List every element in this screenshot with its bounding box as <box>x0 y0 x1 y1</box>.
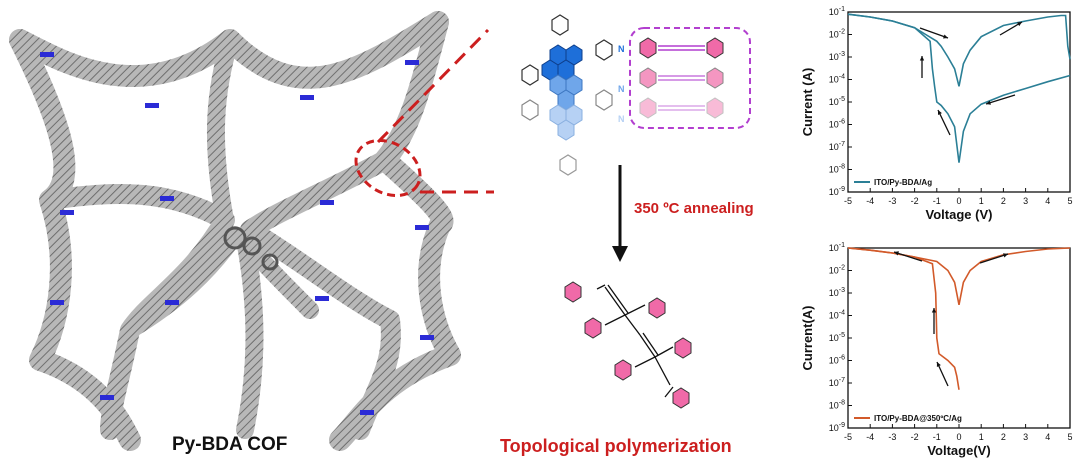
y-tick-label: 10-6 <box>829 119 845 130</box>
polymer-product <box>564 281 692 409</box>
sweep-arrow-1-head <box>943 34 948 39</box>
legend-label: ITO/Py-BDA/Ag <box>874 178 932 187</box>
sweep-arrow-4 <box>937 109 951 136</box>
sweep-arrow-3-head <box>919 56 925 61</box>
x-tick-label: 0 <box>956 196 961 206</box>
x-tick-label: 1 <box>979 196 984 206</box>
x-tick-label: -2 <box>911 432 919 442</box>
sweep-arrow-4-head <box>937 110 942 115</box>
sweep-arrow-7 <box>979 253 1009 264</box>
y-tick-label: 10-6 <box>829 355 845 366</box>
x-tick-label: 0 <box>956 432 961 442</box>
cof-structure <box>9 11 461 451</box>
pyrene-core <box>541 44 583 141</box>
sweep-arrow-9-head <box>936 362 941 367</box>
x-tick-label: 2 <box>1001 432 1006 442</box>
x-tick-label: 4 <box>1045 432 1050 442</box>
series-line-2 <box>847 13 1071 163</box>
sweep-arrow-5-head <box>986 100 991 105</box>
x-tick-label: 5 <box>1067 432 1072 442</box>
x-tick-label: 1 <box>979 432 984 442</box>
nitrogen-atoms <box>40 52 434 415</box>
x-tick-label: 3 <box>1023 432 1028 442</box>
y-tick-label: 10-2 <box>829 265 845 276</box>
x-axis-label: Voltage(V) <box>927 443 990 458</box>
x-tick-label: -3 <box>888 432 896 442</box>
molecule-stack: N N N <box>521 14 751 176</box>
y-tick-label: 10-8 <box>829 164 845 175</box>
sweep-arrow-8-head <box>931 308 937 313</box>
callout-line-top <box>376 28 490 144</box>
left-caption: Py-BDA COF <box>172 434 288 455</box>
x-tick-label: 2 <box>1001 196 1006 206</box>
x-tick-label: -4 <box>866 432 874 442</box>
diacetylene-box <box>629 27 751 129</box>
svg-text:N: N <box>618 114 625 124</box>
series-line-1 <box>847 247 1071 305</box>
y-tick-label: 10-5 <box>829 332 845 343</box>
svg-text:N: N <box>618 44 625 54</box>
x-tick-label: -5 <box>844 196 852 206</box>
x-tick-label: -2 <box>911 196 919 206</box>
y-tick-label: 10-4 <box>829 74 845 85</box>
series-line-1 <box>847 13 1071 87</box>
x-tick-label: -5 <box>844 432 852 442</box>
x-tick-label: 4 <box>1045 196 1050 206</box>
series-line-2 <box>847 247 960 390</box>
y-axis-label: Current (A) <box>800 68 815 137</box>
y-tick-label: 10-2 <box>829 29 845 40</box>
y-tick-label: 10-7 <box>829 377 845 388</box>
y-tick-label: 10-3 <box>829 287 845 298</box>
annealing-label: 350 ºC annealing <box>634 200 754 217</box>
x-tick-label: 3 <box>1023 196 1028 206</box>
y-tick-label: 10-9 <box>829 422 845 433</box>
sweep-arrow-6-head <box>894 251 899 256</box>
plot-frame <box>847 247 1071 429</box>
y-tick-label: 10-1 <box>829 6 845 17</box>
center-caption: Topological polymerization <box>500 436 732 456</box>
y-tick-label: 10-5 <box>829 96 845 107</box>
y-axis-label: Current(A) <box>800 306 815 371</box>
imine-links: N N N <box>618 44 625 124</box>
iv-chart-annealed: -5 -4 -3 -2 -1 0 1 2 3 4 5 10-1 10-2 10-3 10-4 10-5 10-6… <box>800 242 1073 458</box>
phenyl-rings <box>521 14 613 176</box>
sweep-arrow-7-head <box>1003 253 1008 258</box>
x-tick-label: 5 <box>1067 196 1072 206</box>
sweep-arrow-2-head <box>1017 22 1022 27</box>
x-tick-label: -1 <box>933 196 941 206</box>
cof-lattice <box>9 11 461 451</box>
central-molecule <box>223 226 279 271</box>
y-tick-label: 10-7 <box>829 141 845 152</box>
x-tick-label: -4 <box>866 196 874 206</box>
x-tick-label: -3 <box>888 196 896 206</box>
y-tick-label: 10-4 <box>829 310 845 321</box>
plot-frame <box>847 11 1071 193</box>
zoom-ellipse <box>354 138 422 198</box>
y-tick-label: 10-3 <box>829 51 845 62</box>
legend-label: ITO/Py-BDA@350ºC/Ag <box>874 414 962 423</box>
x-tick-label: -1 <box>933 432 941 442</box>
sweep-arrow-6 <box>893 251 923 262</box>
y-tick-label: 10-9 <box>829 186 845 197</box>
zoom-callout <box>354 28 494 198</box>
x-axis-label: Voltage (V) <box>926 207 993 222</box>
iv-chart-pristine: -5 -4 -3 -2 -1 0 1 2 3 4 5 10-1 10-2 10-3 10-4 10-5 10-6… <box>800 6 1073 222</box>
y-tick-label: 10-1 <box>829 242 845 253</box>
diacetylene-rows <box>639 37 724 119</box>
annealing-arrow <box>612 165 628 262</box>
sweep-arrow-1 <box>919 27 949 39</box>
sweep-arrow-5 <box>985 94 1016 105</box>
svg-text:N: N <box>618 84 625 94</box>
y-tick-label: 10-8 <box>829 400 845 411</box>
